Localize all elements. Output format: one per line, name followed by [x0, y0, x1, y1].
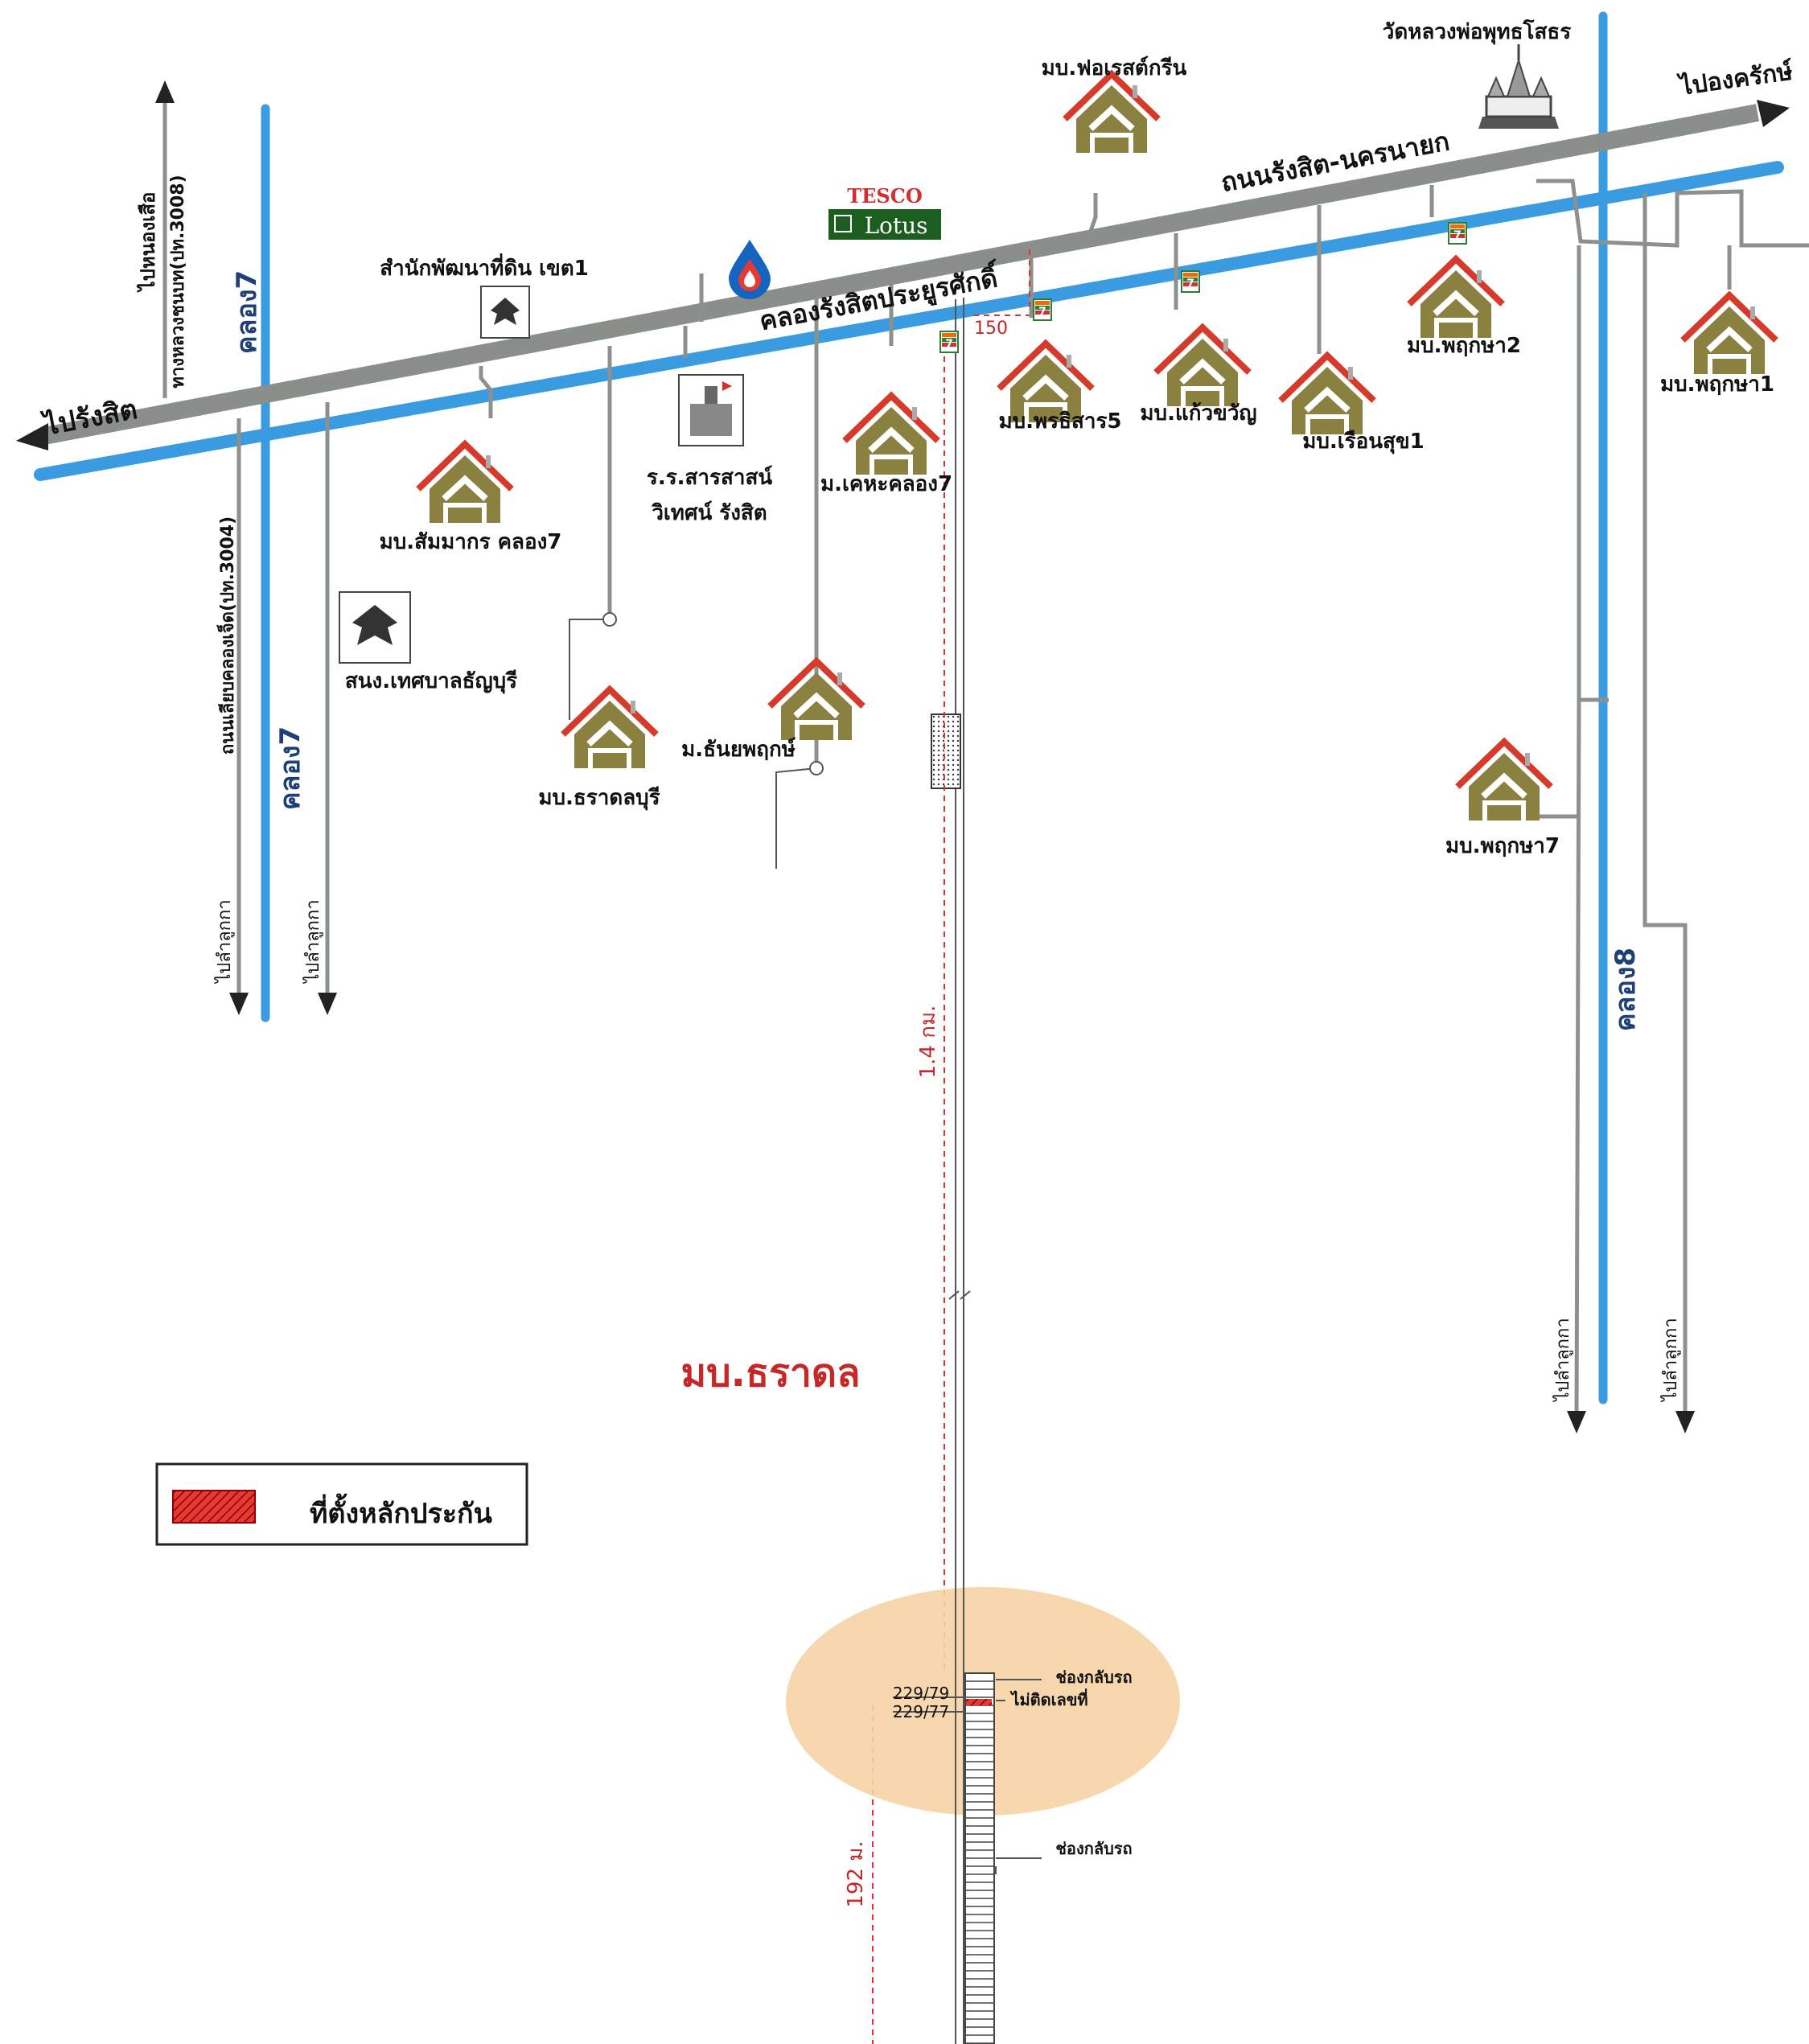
soi-building	[931, 714, 961, 789]
house-icon	[1409, 259, 1503, 338]
khlong7-south-label: คลอง7	[274, 726, 306, 810]
to-lam-luk-ka-2: ไปลำลูกกา	[302, 899, 323, 984]
pruksa2-label: มบ.พฤกษา2	[1407, 334, 1521, 358]
to-lam-luk-ka-3: ไปลำลูกกา	[1552, 1318, 1573, 1402]
municipal-emblem-icon	[339, 591, 411, 664]
north-road-name: ทางหลวงชนบท(ปท.3008)	[168, 175, 188, 388]
kaew-kwan-label: มบ.แก้วขวัญ	[1140, 401, 1256, 426]
west-arrow	[16, 423, 48, 450]
school-building-icon	[678, 374, 744, 446]
ruen-suk-label: มบ.เรือนสุข1	[1302, 430, 1425, 454]
temple-label: วัดหลวงพ่อพุทธโสธร	[1383, 19, 1571, 45]
break-mark	[948, 1290, 971, 1300]
distance-192m: 192 ม.	[844, 1840, 868, 1907]
uturn-bottom-label: ช่องกลับรถ	[1055, 1839, 1132, 1858]
porn-thisan-label: มบ.พรธิสาร5	[998, 409, 1121, 434]
north-direction: ไปหนองเสือ	[136, 192, 159, 294]
forest-green-label: มบ.ฟอเรสต์กรีน	[1042, 56, 1187, 80]
uturn-top-label: ช่องกลับรถ	[1055, 1668, 1132, 1687]
no-number-label: ไม่ติดเลขที่	[1009, 1688, 1087, 1709]
lane-east-ll-arrow	[1675, 1411, 1695, 1433]
road-sammakorn-arrow	[318, 993, 337, 1015]
house-icon	[845, 396, 938, 475]
lane-east-ll	[1642, 193, 1688, 1416]
school-label-1: ร.ร.สารสาสน์	[647, 465, 773, 490]
land-office-label: สำนักพัฒนาที่ดิน เขต1	[380, 253, 588, 281]
plot-row	[964, 1672, 995, 2044]
temple-icon	[1478, 44, 1559, 129]
legend: ที่ตั้งหลักประกัน	[155, 1462, 528, 1546]
svg-text:Lotus: Lotus	[864, 212, 927, 239]
sammakorn-label: มบ.สัมมากร คลอง7	[380, 530, 562, 554]
house-icon	[1156, 327, 1249, 406]
house-icon	[563, 689, 656, 768]
house-79-label: 229/79	[893, 1684, 949, 1703]
north-arrow	[155, 80, 175, 103]
road-3004-arrow	[229, 993, 249, 1015]
lane-pruksa7-arrow	[1567, 1411, 1586, 1433]
land-office-emblem-icon	[480, 286, 530, 339]
tharadol-buri-label: มบ.ธราดลบุรี	[538, 786, 660, 811]
petrol-drop-icon	[729, 240, 771, 299]
legend-label: ที่ตั้งหลักประกัน	[310, 1493, 492, 1530]
east-direction: ไปองครักษ์	[1675, 56, 1795, 101]
lane-forest-green	[1087, 193, 1098, 234]
south-road-name: ถนนเลียบคลองเจ็ด(ปท.3004)	[216, 516, 238, 755]
lane-junction-2	[809, 761, 824, 775]
to-lam-luk-ka-4: ไปลำลูกกา	[1660, 1318, 1681, 1402]
east-arrow	[1757, 100, 1790, 127]
svg-text:TESCO: TESCO	[847, 184, 923, 208]
main-canal	[34, 161, 1784, 481]
school-label-2: วิเทศน์ รังสิต	[652, 500, 767, 525]
thanya-pruk-label: ม.ธันยพฤกษ์	[681, 737, 796, 762]
main-road	[42, 104, 1760, 445]
distance-150: 150	[974, 319, 1008, 339]
municipal-label: สนง.เทศบาลธัญบุรี	[345, 669, 517, 694]
house-77-label: 229/77	[893, 1702, 949, 1721]
house-icon	[1281, 356, 1374, 434]
house-icon	[1683, 295, 1776, 374]
lane-east-frontage	[1536, 179, 1809, 248]
house-icon	[1065, 74, 1158, 153]
collateral-marker	[966, 1699, 992, 1705]
lane-pruksa7	[1574, 245, 1581, 1417]
tharadol-area-label: มบ.ธราดล	[681, 1351, 861, 1396]
legend-swatch	[172, 1490, 256, 1524]
lane-junction	[602, 612, 617, 627]
pruksa1-label: มบ.พฤกษา1	[1660, 372, 1774, 397]
to-lam-luk-ka-1: ไปลำลูกกา	[214, 899, 235, 984]
lane-thanya-pruk-fork	[775, 767, 817, 869]
kheha-label: ม.เคหะคลอง7	[820, 472, 952, 496]
pruksa7-label: มบ.พฤกษา7	[1445, 834, 1560, 858]
lane-land-office	[479, 366, 493, 418]
lane-tharadol-buri-fork	[569, 619, 610, 720]
house-icon	[770, 661, 863, 740]
seven-eleven-icon	[1181, 270, 1200, 293]
house-icon	[1457, 742, 1551, 820]
distance-1-4km: 1.4 กม.	[916, 1006, 940, 1079]
khlong8-label: คลอง8	[1610, 948, 1642, 1031]
house-icon	[418, 444, 512, 523]
tesco-lotus-logo: TESCO Lotus	[828, 184, 941, 240]
seven-eleven-icon	[1448, 222, 1467, 245]
seven-eleven-icon	[939, 331, 959, 353]
seven-eleven-icon	[1033, 298, 1052, 321]
khlong7-north-label: คลอง7	[231, 270, 263, 354]
